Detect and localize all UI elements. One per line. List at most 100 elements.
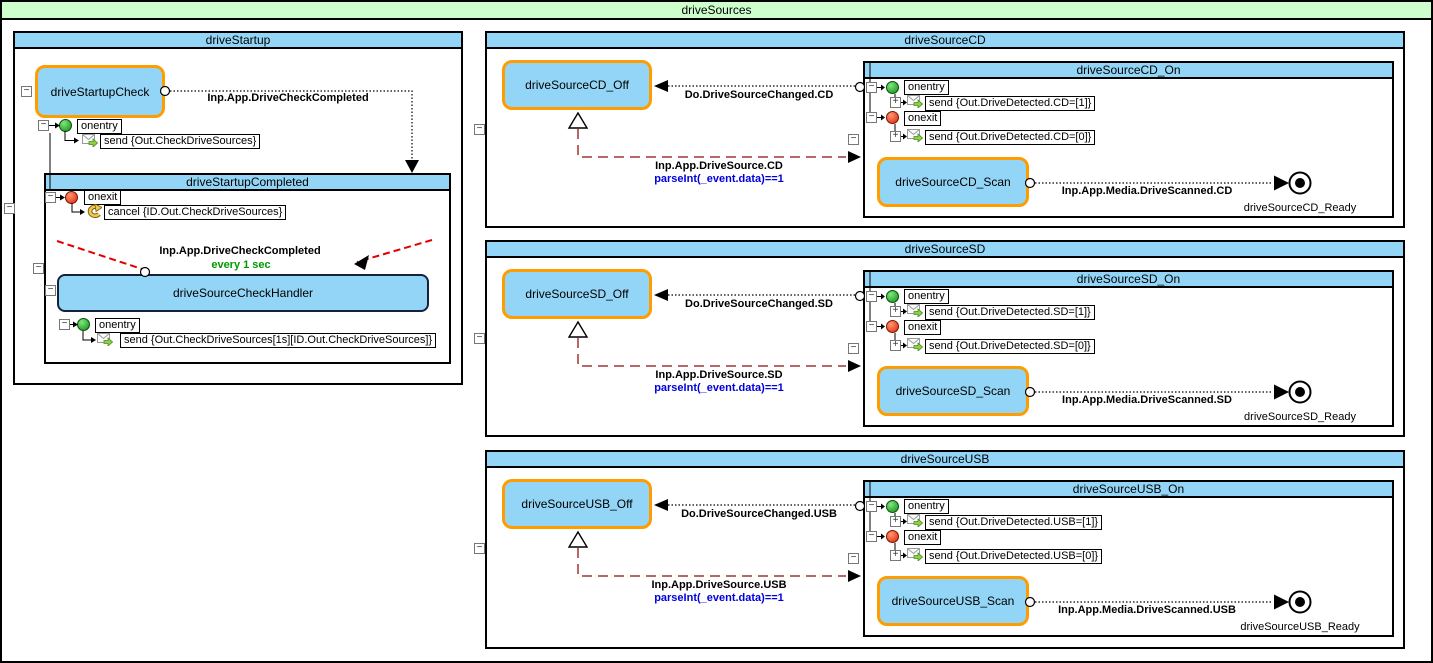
panel-title[interactable]: driveSourceUSB bbox=[487, 452, 1403, 468]
onentry-label[interactable]: onentry bbox=[904, 80, 949, 95]
send-action[interactable]: send {Out.DriveDetected.SD=[0]} bbox=[925, 339, 1095, 354]
collapse-icon[interactable] bbox=[59, 319, 70, 330]
panel-title-on[interactable]: driveSourceUSB_On bbox=[865, 482, 1392, 498]
state-off[interactable]: driveSourceSD_Off bbox=[502, 269, 652, 319]
transition-label[interactable]: Inp.App.DriveCheckCompleted bbox=[159, 245, 321, 257]
send-action[interactable]: send {Out.DriveDetected.CD=[0]} bbox=[925, 130, 1096, 145]
expand-icon[interactable] bbox=[890, 306, 901, 317]
collapse-icon[interactable] bbox=[474, 124, 485, 135]
collapse-icon[interactable] bbox=[45, 285, 56, 296]
collapse-icon[interactable] bbox=[45, 192, 56, 203]
collapse-icon[interactable] bbox=[33, 263, 44, 274]
transition-label[interactable]: Inp.App.Media.DriveScanned.CD bbox=[1061, 185, 1233, 197]
state-off[interactable]: driveSourceCD_Off bbox=[502, 60, 652, 110]
collapse-icon[interactable] bbox=[38, 120, 49, 131]
state-scan[interactable]: driveSourceSD_Scan bbox=[877, 366, 1029, 416]
transition-timer-label[interactable]: every 1 sec bbox=[211, 259, 271, 271]
collapse-icon[interactable] bbox=[866, 82, 877, 93]
onexit-label[interactable]: onexit bbox=[904, 530, 942, 545]
onexit-dot-icon bbox=[886, 530, 899, 543]
expand-icon[interactable] bbox=[890, 340, 901, 351]
transition-label[interactable]: Inp.App.Media.DriveScanned.USB bbox=[1058, 604, 1236, 616]
transition-label[interactable]: Inp.App.Media.DriveScanned.SD bbox=[1062, 394, 1232, 406]
send-icon bbox=[907, 129, 924, 147]
send-action[interactable]: send {Out.DriveDetected.USB=[0]} bbox=[925, 549, 1103, 564]
transition-condition[interactable]: parseInt(_event.data)==1 bbox=[654, 173, 784, 185]
onexit-label[interactable]: onexit bbox=[904, 320, 942, 335]
transition-line-darkred[interactable] bbox=[577, 548, 846, 577]
state-driveSourceCheckHandler[interactable]: driveSourceCheckHandler bbox=[57, 274, 429, 312]
transition-condition[interactable]: parseInt(_event.data)==1 bbox=[654, 382, 784, 394]
collapse-icon[interactable] bbox=[848, 134, 859, 145]
send-icon bbox=[907, 304, 924, 322]
panel-title-driveStartup[interactable]: driveStartup bbox=[15, 33, 461, 49]
panel-title[interactable]: driveSourceCD bbox=[487, 33, 1403, 49]
panel-driveSourceCD: driveSourceCD driveSourceCD_Off driveSou… bbox=[485, 31, 1405, 228]
expand-icon[interactable] bbox=[890, 131, 901, 142]
transition-label[interactable]: Do.DriveSourceChanged.USB bbox=[681, 508, 837, 520]
state-scan[interactable]: driveSourceCD_Scan bbox=[877, 157, 1029, 207]
collapse-icon[interactable] bbox=[866, 291, 877, 302]
arrowhead-icon bbox=[654, 80, 668, 92]
send-action[interactable]: send {Out.DriveDetected.SD=[1]} bbox=[925, 305, 1095, 320]
collapse-icon[interactable] bbox=[474, 543, 485, 554]
send-icon bbox=[97, 333, 114, 351]
final-state-label[interactable]: driveSourceUSB_Ready bbox=[1240, 621, 1360, 633]
send-action[interactable]: send {Out.DriveDetected.USB=[1]} bbox=[925, 515, 1103, 530]
onentry-dot-icon bbox=[77, 318, 90, 331]
collapse-icon[interactable] bbox=[866, 321, 877, 332]
panel-title-on[interactable]: driveSourceSD_On bbox=[865, 272, 1392, 288]
onexit-label[interactable]: onexit bbox=[84, 190, 122, 205]
send-icon bbox=[907, 548, 924, 566]
send-icon bbox=[907, 338, 924, 356]
transition-label[interactable]: Inp.App.DriveSource.CD bbox=[655, 160, 783, 172]
root-state-title[interactable]: driveSources bbox=[2, 2, 1431, 20]
collapse-icon[interactable] bbox=[474, 333, 485, 344]
final-state-label[interactable]: driveSourceCD_Ready bbox=[1243, 202, 1357, 214]
state-scan[interactable]: driveSourceUSB_Scan bbox=[877, 576, 1029, 626]
state-driveStartupCheck[interactable]: driveStartupCheck bbox=[35, 65, 165, 118]
collapse-icon[interactable] bbox=[21, 86, 32, 97]
collapse-icon[interactable] bbox=[866, 112, 877, 123]
transition-label[interactable]: Inp.App.DriveSource.USB bbox=[651, 579, 787, 591]
collapse-icon[interactable] bbox=[866, 531, 877, 542]
onexit-label[interactable]: onexit bbox=[904, 111, 942, 126]
cancel-icon bbox=[86, 203, 103, 224]
expand-icon[interactable] bbox=[890, 97, 901, 108]
expand-icon[interactable] bbox=[890, 550, 901, 561]
transition-label[interactable]: Do.DriveSourceChanged.SD bbox=[685, 298, 833, 310]
state-off[interactable]: driveSourceUSB_Off bbox=[502, 479, 652, 529]
onentry-label[interactable]: onentry bbox=[77, 119, 122, 134]
cancel-action[interactable]: cancel {ID.Out.CheckDriveSources} bbox=[104, 205, 287, 220]
initial-triangle-icon bbox=[567, 320, 589, 338]
transition-line-darkred[interactable] bbox=[577, 338, 846, 367]
transition-line-darkred[interactable] bbox=[577, 129, 846, 158]
panel-title-on[interactable]: driveSourceCD_On bbox=[865, 63, 1392, 79]
collapse-icon[interactable] bbox=[866, 501, 877, 512]
onentry-dot-icon bbox=[886, 290, 899, 303]
onentry-label[interactable]: onentry bbox=[95, 318, 140, 333]
collapse-icon[interactable] bbox=[4, 203, 15, 214]
arrowhead-icon bbox=[848, 360, 861, 372]
transition-label[interactable]: Inp.App.DriveSource.SD bbox=[655, 369, 783, 381]
panel-title[interactable]: driveSourceSD bbox=[487, 242, 1403, 258]
onexit-dot-icon bbox=[65, 191, 78, 204]
expand-icon[interactable] bbox=[890, 516, 901, 527]
onentry-label[interactable]: onentry bbox=[904, 289, 949, 304]
onexit-dot-icon bbox=[886, 320, 899, 333]
panel-title-driveStartupCompleted[interactable]: driveStartupCompleted bbox=[46, 175, 449, 191]
arrowhead-icon bbox=[405, 160, 419, 173]
transition-condition[interactable]: parseInt(_event.data)==1 bbox=[654, 592, 784, 604]
transition-label[interactable]: Do.DriveSourceChanged.CD bbox=[684, 89, 834, 101]
onentry-label[interactable]: onentry bbox=[904, 499, 949, 514]
onentry-dot-icon bbox=[886, 81, 899, 94]
send-action[interactable]: send {Out.CheckDriveSources[1s][ID.Out.C… bbox=[120, 333, 437, 348]
send-icon bbox=[907, 95, 924, 113]
send-action[interactable]: send {Out.DriveDetected.CD=[1]} bbox=[925, 96, 1096, 111]
arrowhead-icon bbox=[654, 289, 668, 301]
final-state-label[interactable]: driveSourceSD_Ready bbox=[1244, 411, 1356, 423]
transition-label[interactable]: Inp.App.DriveCheckCompleted bbox=[207, 92, 369, 104]
send-action[interactable]: send {Out.CheckDriveSources} bbox=[100, 134, 261, 149]
collapse-icon[interactable] bbox=[848, 553, 859, 564]
collapse-icon[interactable] bbox=[848, 343, 859, 354]
